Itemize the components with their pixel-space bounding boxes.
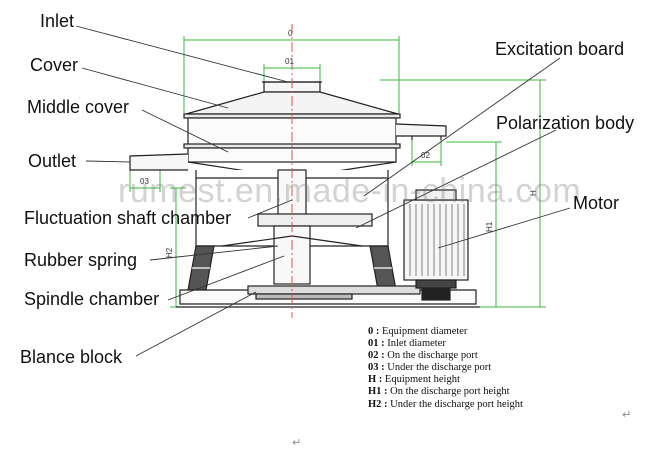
label-outlet: Outlet [28,151,77,171]
dimension-h1-text: H1 [485,221,494,232]
dimension-0-text: 0 [288,29,293,38]
label-blance-block: Blance block [20,347,123,367]
outlet-leader [85,160,131,163]
balance-block-leader [135,291,257,357]
legend-text: On the discharge port height [390,386,510,398]
legend-code: H1 : [368,386,388,398]
dimension-01-text: 01 [285,57,294,66]
motor-mount [421,287,451,301]
inlet-leader [75,25,289,83]
dimension-h2-text: H2 [165,247,174,258]
dimension-02-text: 02 [421,151,430,160]
legend-code: 03 : [368,362,385,374]
spindle-chamber-leader [167,255,285,301]
legend-code: H : [368,374,383,386]
legend-row: 02 : On the discharge port [368,350,523,362]
label-rubber-spring: Rubber spring [24,250,138,270]
leader-lines [75,25,571,357]
legend-row: 03 : Under the discharge port [368,362,523,374]
legend-code: 01 : [368,338,385,350]
label-polarization-body: Polarization body [496,113,635,133]
legend-code: 0 : [368,326,380,337]
legend-text: On the discharge port [387,350,478,362]
label-inlet: Inlet [40,11,75,31]
dimension-h-text: H [529,190,538,196]
legend-text: Under the discharge port [387,362,492,374]
return-mark: ↵ [622,408,632,421]
legend-row: H : Equipment height [368,374,523,386]
legend-row: H2 : Under the discharge port height [368,399,523,411]
legend-row: H1 : On the discharge port height [368,386,523,398]
cover-leader [81,67,229,109]
dimension-lines [129,36,546,308]
legend-row: 0 : Equipment diameter [368,326,523,338]
motor-leader [437,207,571,249]
label-excitation-board: Excitation board [495,39,625,59]
motor-ribs [409,204,465,276]
legend-text: Equipment diameter [382,326,468,337]
legend-code: H2 : [368,398,388,410]
legend-text: Equipment height [384,374,460,386]
dimension-legend: 0 : Equipment diameter 01 : Inlet diamet… [368,326,523,411]
dimension-03-text: 03 [140,177,149,186]
balance-block [247,285,421,295]
motor-body [403,199,469,281]
rubber-spring-leader [149,245,279,261]
excitation-board-leader [363,57,561,197]
legend-code: 02 : [368,350,385,362]
legend-text: Under the discharge port height [390,398,523,410]
legend-text: Inlet diameter [387,338,446,350]
watermark: rumest.en.made-in-china.com [118,172,582,210]
legend-row: 01 : Inlet diameter [368,338,523,350]
label-middle-cover: Middle cover [27,97,130,117]
upper-outlet-port [395,123,447,137]
label-motor: Motor [573,193,620,213]
excitation-board [257,213,373,227]
return-mark: ↵ [292,436,302,449]
shaft-chamber-leader [247,199,293,219]
middle-cover-leader [141,109,229,153]
label-spindle-chamber: Spindle chamber [24,289,160,309]
polarization-body-leader [355,129,557,229]
label-fluctuation-shaft-chamber: Fluctuation shaft chamber [24,208,232,228]
lower-outlet-port [129,153,189,171]
label-cover: Cover [30,55,79,75]
